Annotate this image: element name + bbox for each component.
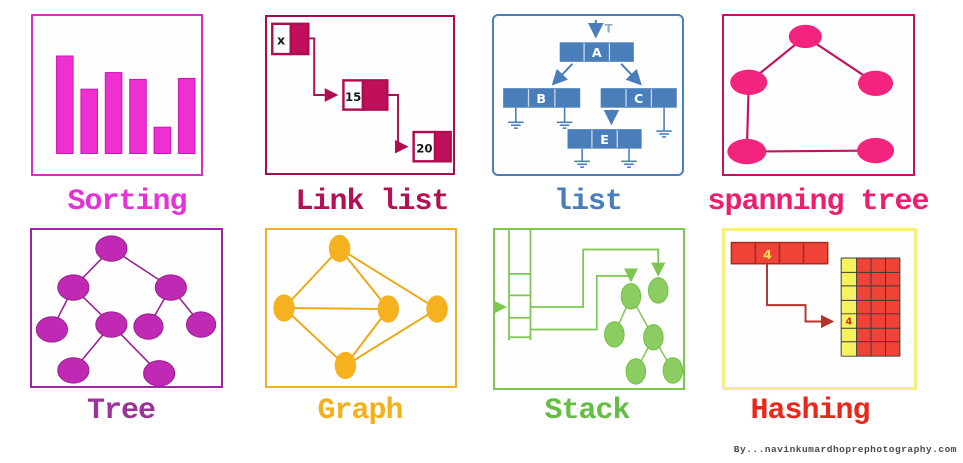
sorting-bar <box>80 88 98 155</box>
tree-node <box>143 360 176 386</box>
link-arrow <box>308 37 339 102</box>
link-arrow <box>387 94 409 154</box>
stack-tree-nodes <box>604 277 683 385</box>
spanning-tree-edges <box>745 35 877 153</box>
graph-node <box>377 295 400 323</box>
graph-node <box>788 24 822 49</box>
node-c: C <box>600 88 677 108</box>
graph-node <box>857 137 895 164</box>
sorting-bar <box>56 55 74 155</box>
graph-node <box>334 351 357 380</box>
node-b: B <box>503 88 581 108</box>
tree-diagram <box>35 235 217 386</box>
stack-label: Stack <box>544 394 630 428</box>
sorting-bar <box>153 126 172 155</box>
sorting-label: Sorting <box>67 185 187 219</box>
list-panel: T A B C <box>492 14 684 176</box>
pointer-route-2 <box>530 268 638 331</box>
sorting-panel <box>31 14 203 176</box>
spanning-tree-nodes <box>727 24 895 165</box>
spanning-tree-diagram <box>727 24 895 165</box>
graph-diagram <box>273 234 448 380</box>
hash-arrow <box>766 263 835 329</box>
tree-node <box>604 321 625 348</box>
tree-node <box>57 357 90 384</box>
hash-table: 4 <box>840 257 901 357</box>
tree-node <box>625 358 647 385</box>
tree-node <box>35 316 68 343</box>
ground-icon <box>508 107 524 129</box>
graph-node <box>730 69 768 95</box>
head-pointer-label: T <box>605 22 613 36</box>
ground-icon <box>556 107 573 129</box>
list-diagram: T A B C <box>503 19 677 168</box>
graph-node <box>273 294 295 322</box>
node-a: A <box>559 42 634 62</box>
sorting-bar <box>129 78 147 155</box>
node-value: B <box>536 91 546 106</box>
node-value: C <box>634 91 643 106</box>
node-value: 20 <box>416 142 432 156</box>
hash-key-value: 4 <box>763 247 772 262</box>
edge-a-c <box>620 63 642 86</box>
link-list-panel: x 15 20 <box>265 15 455 175</box>
node-value: x <box>277 32 285 47</box>
hash-bucket-value: 4 <box>846 316 853 327</box>
link-list-diagram: x 15 20 <box>271 22 452 163</box>
list-label: list <box>553 185 623 219</box>
tree-node <box>643 324 664 351</box>
list-node: 15 <box>342 79 389 111</box>
ground-icon <box>621 148 637 168</box>
ground-icon <box>574 148 590 168</box>
ground-icon <box>656 107 672 138</box>
tree-nodes <box>35 235 217 386</box>
spanning-tree-label: spanning tree <box>707 185 929 219</box>
node-value: A <box>592 45 602 60</box>
null-ground-symbols <box>508 107 672 168</box>
tree-node <box>133 313 164 340</box>
sorting-bar <box>104 72 123 155</box>
tree-node <box>95 311 128 338</box>
graph-node <box>426 295 448 323</box>
graph-node <box>727 138 767 165</box>
node-value: E <box>600 132 609 147</box>
tree-label: Tree <box>86 394 156 428</box>
tree-node <box>185 311 217 338</box>
stack-cells <box>508 230 532 341</box>
tree-node <box>620 283 642 310</box>
graph-label: Graph <box>317 394 403 428</box>
graph-edges <box>283 247 438 367</box>
tree-node <box>154 274 187 301</box>
hash-table-grid <box>840 257 901 357</box>
hashing-panel: 4 <box>722 228 917 390</box>
spanning-tree-panel <box>722 14 915 176</box>
sorting-bar <box>177 77 196 155</box>
list-node: x <box>271 22 310 56</box>
graph-nodes <box>273 234 448 380</box>
node-e: E <box>567 129 642 149</box>
sorting-diagram <box>56 55 196 155</box>
pointer-route-1 <box>530 248 666 308</box>
list-node: 20 <box>412 130 452 163</box>
hashing-label: Hashing <box>750 394 870 428</box>
hashing-diagram: 4 <box>730 241 901 357</box>
tree-node <box>662 357 683 384</box>
sorting-bars <box>56 55 196 155</box>
tree-node <box>57 274 90 301</box>
graph-panel <box>265 228 457 388</box>
tree-edges <box>51 247 202 374</box>
tree-panel <box>30 228 223 388</box>
tree-node <box>648 277 669 304</box>
stack-diagram <box>495 230 683 385</box>
stack-panel <box>493 228 685 390</box>
hash-key-array: 4 <box>730 241 829 265</box>
link-list-label: Link list <box>295 185 449 219</box>
graph-node <box>858 70 894 96</box>
node-value: 15 <box>345 90 361 104</box>
credit-text: By...navinkumardhoprephotography.com <box>733 444 957 455</box>
tree-node <box>95 235 128 262</box>
edge-a-b <box>551 63 574 86</box>
graph-node <box>328 234 351 263</box>
